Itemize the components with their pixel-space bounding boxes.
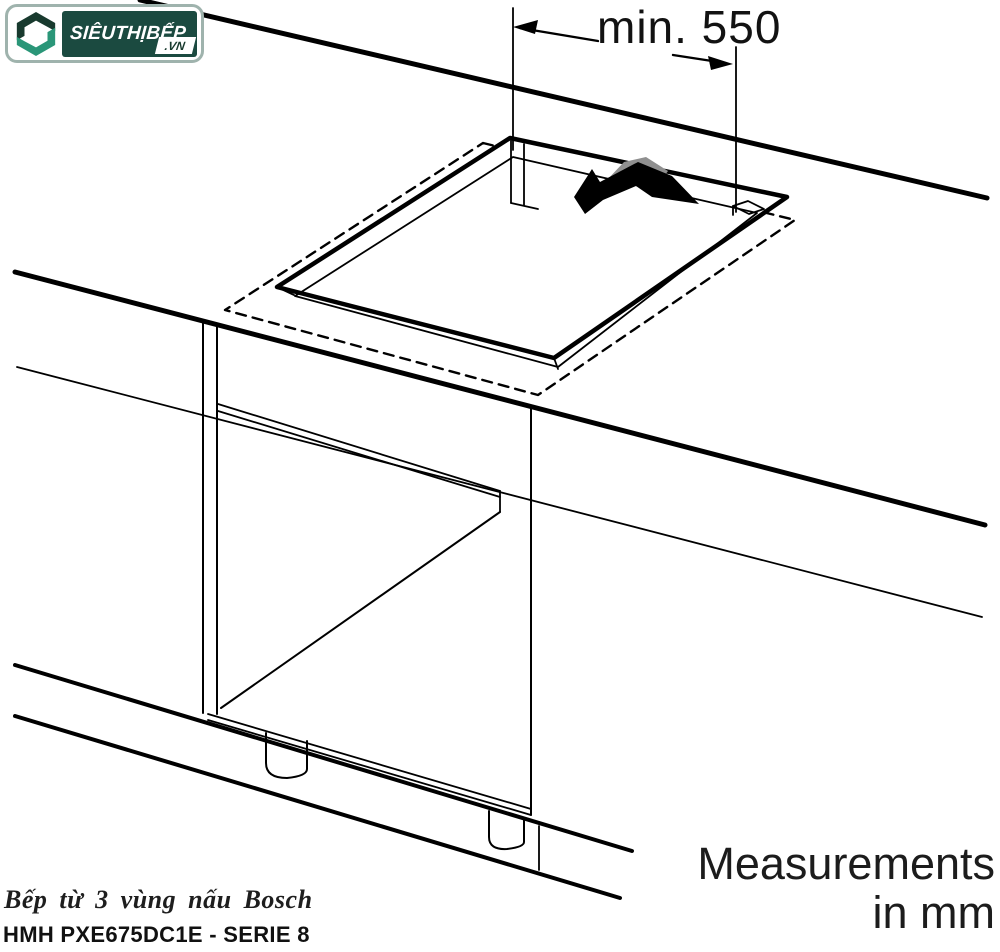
caption-product-name: Bếp từ 3 vùng nấu Bosch	[4, 885, 313, 914]
cabinet-bottom-edge-lower	[207, 719, 532, 816]
cutout-corner-left	[276, 286, 295, 296]
units-note: Measurements in mm	[697, 839, 995, 937]
worktop-cutout	[274, 135, 790, 370]
brand-watermark: SIÊUTHỊBẾP .VN	[5, 4, 204, 63]
cabinet-bottom-edge-upper	[207, 713, 532, 810]
wall-back-edge	[137, 0, 990, 201]
cutout-corner-front	[553, 357, 559, 370]
cutout-back-notch	[510, 140, 539, 210]
counter-front-top-edge	[12, 269, 988, 528]
base-cabinet	[202, 320, 540, 871]
floor-line-upper	[13, 663, 634, 853]
dimension-label: min. 550	[597, 1, 782, 53]
brand-banner: SIÊUTHỊBẾP .VN	[62, 10, 197, 57]
hexagon-s-icon	[16, 11, 56, 56]
cabinet-top-rail-lower	[217, 410, 501, 498]
floor-line-lower	[13, 714, 622, 900]
cabinet-leg-right	[488, 810, 525, 851]
units-note-line1: Measurements	[697, 838, 995, 889]
floor-lines	[13, 663, 634, 900]
hexagon-s-dark-half	[16, 11, 56, 40]
cutout-right-notch	[732, 200, 765, 216]
dimension-arrowhead-right	[708, 56, 733, 70]
brand-tld-tag: .VN	[154, 36, 197, 54]
hexagon-s-teal-half	[16, 27, 56, 56]
insert-arrow-front-face	[574, 162, 699, 214]
caption-model-code: HMH PXE675DC1E - SERIE 8	[3, 922, 310, 947]
cabinet-interior-floor-edge	[220, 511, 501, 709]
units-note-line2: in mm	[872, 887, 996, 939]
dimension-markers	[512, 7, 737, 213]
insert-direction-arrow	[574, 157, 699, 214]
cabinet-leg-left	[265, 732, 308, 779]
dimension-arrowhead-left	[513, 20, 538, 34]
brand-tld-text: .VN	[164, 38, 187, 52]
cabinet-top-rail-upper	[217, 403, 501, 492]
